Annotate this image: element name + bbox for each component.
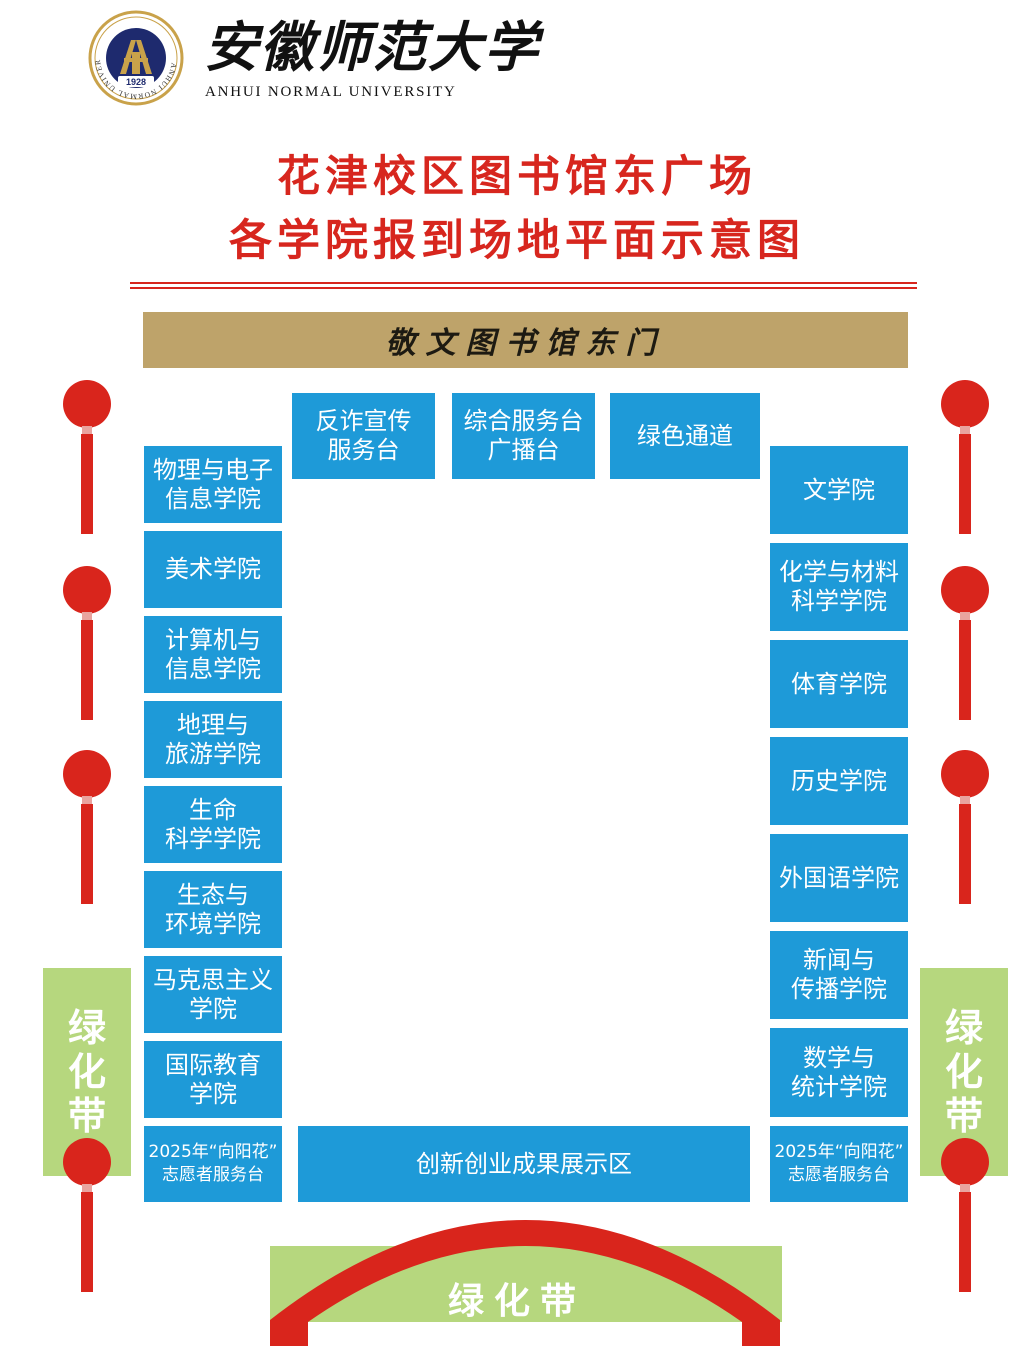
exhibition-area-label: 创新创业成果展示区 [416,1149,632,1178]
booth-anti-fraud-desk[interactable]: 反诈宣传 服务台 [292,393,435,479]
booth-label: 地理与 旅游学院 [165,710,261,768]
booth-computer-information[interactable]: 计算机与 信息学院 [144,616,282,693]
booth-green-channel[interactable]: 绿色通道 [610,393,760,479]
booth-label: 美术学院 [165,555,261,583]
library-east-gate-label: 敬文图书馆东门 [385,326,666,361]
booth-label: 2025年“向阳花” 志愿者服务台 [774,1142,904,1185]
booth-label: 反诈宣传 服务台 [315,407,412,464]
title-divider [130,282,917,284]
lantern-icon [941,380,989,534]
booth-label: 国际教育 学院 [165,1050,261,1108]
booth-label: 文学院 [803,475,875,504]
library-east-gate: 敬文图书馆东门 [143,312,908,368]
booth-label: 化学与材料 科学学院 [779,558,899,615]
innovation-exhibition-area[interactable]: 创新创业成果展示区 [298,1126,750,1202]
booth-label: 生态与 环境学院 [165,880,261,938]
booth-label: 2025年“向阳花” 志愿者服务台 [148,1142,278,1185]
booth-label: 物理与电子 信息学院 [153,455,273,513]
booth-journalism-communication[interactable]: 新闻与 传播学院 [770,931,908,1019]
booth-foreign-languages[interactable]: 外国语学院 [770,834,908,922]
booth-service-broadcast-desk[interactable]: 综合服务台 广播台 [452,393,595,479]
booth-label: 外国语学院 [779,863,899,892]
booth-label: 马克思主义 学院 [153,965,273,1023]
seal-year: 1928 [126,77,146,87]
lantern-icon [63,566,111,720]
lantern-icon [63,1138,111,1292]
booth-label: 计算机与 信息学院 [165,625,261,683]
booth-label: 新闻与 传播学院 [791,946,887,1003]
lantern-icon [941,566,989,720]
green-belt-label: 绿化带 [67,1006,106,1138]
booth-chemistry-materials[interactable]: 化学与材料 科学学院 [770,543,908,631]
booth-physical-education[interactable]: 体育学院 [770,640,908,728]
booth-volunteer-desk-left[interactable]: 2025年“向阳花” 志愿者服务台 [144,1126,282,1202]
green-belt-label: 绿化带 [447,1281,586,1322]
university-seal-logo: ANHUI NORMAL UNIVERSITY 1928 [88,10,184,106]
booth-mathematics-statistics[interactable]: 数学与 统计学院 [770,1028,908,1117]
booth-label: 数学与 统计学院 [791,1043,887,1101]
lantern-icon [63,750,111,904]
green-belt-left: 绿化带 [43,968,131,1176]
university-name-english: ANHUI NORMAL UNIVERSITY [205,84,457,100]
university-name-chinese: 安徽师范大学 [204,15,540,79]
map-title-line-2: 各学院报到场地平面示意图 [229,216,805,266]
booth-international-education[interactable]: 国际教育 学院 [144,1041,282,1118]
booth-ecology-environment[interactable]: 生态与 环境学院 [144,871,282,948]
booth-liberal-arts[interactable]: 文学院 [770,446,908,534]
green-belt-label: 绿化带 [944,1006,983,1138]
booth-label: 生命 科学学院 [165,795,261,853]
booth-life-sciences[interactable]: 生命 科学学院 [144,786,282,863]
lantern-icon [63,380,111,534]
booth-label: 历史学院 [791,766,887,795]
booth-geography-tourism[interactable]: 地理与 旅游学院 [144,701,282,778]
booth-fine-arts[interactable]: 美术学院 [144,531,282,608]
booth-physics-electronics[interactable]: 物理与电子 信息学院 [144,446,282,523]
booth-label: 体育学院 [791,669,887,698]
booth-label: 综合服务台 广播台 [463,407,584,464]
booth-label: 绿色通道 [637,421,733,450]
title-divider [130,287,917,289]
lantern-icon [941,1138,989,1292]
booth-history[interactable]: 历史学院 [770,737,908,825]
booth-volunteer-desk-right[interactable]: 2025年“向阳花” 志愿者服务台 [770,1126,908,1202]
booth-marxism[interactable]: 马克思主义 学院 [144,956,282,1033]
lantern-icon [941,750,989,904]
map-title-line-1: 花津校区图书馆东广场 [277,152,757,202]
